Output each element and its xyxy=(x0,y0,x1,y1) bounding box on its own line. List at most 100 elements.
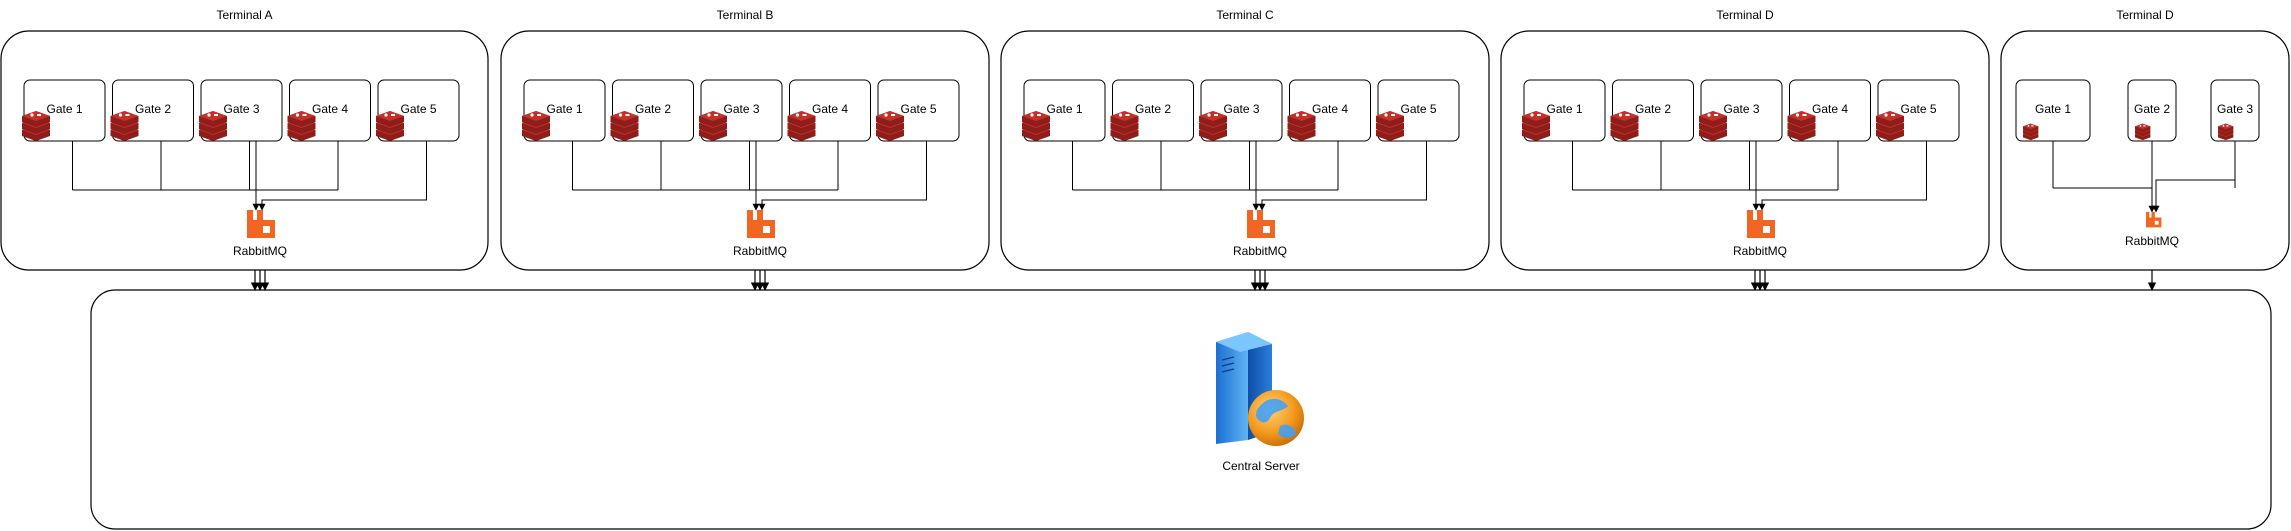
gate-node: Gate 4 xyxy=(287,79,371,142)
gate-node: Gate 3 xyxy=(2210,79,2260,142)
gate-node: Gate 2 xyxy=(110,79,194,142)
gate-node: Gate 4 xyxy=(787,79,871,142)
gate-label: Gate 3 xyxy=(223,102,259,116)
gate-label: Gate 1 xyxy=(1046,102,1082,116)
redis-icon xyxy=(1022,111,1050,141)
redis-icon xyxy=(2135,123,2151,141)
gate-label: Gate 3 xyxy=(2217,102,2253,116)
gate-node: Gate 2 xyxy=(1110,79,1194,142)
redis-icon xyxy=(876,111,904,141)
gate-label: Gate 2 xyxy=(1135,102,1171,116)
terminal-title: Terminal D xyxy=(2116,8,2174,22)
gate-label: Gate 4 xyxy=(312,102,348,116)
gate-node: Gate 3 xyxy=(699,79,783,142)
redis-icon xyxy=(522,111,550,141)
terminal-2: Terminal B Gate 1 Gate 2 Gate 3 Gate 4 Gate 5… xyxy=(500,8,990,291)
gate-node: Gate 2 xyxy=(1610,79,1694,142)
redis-icon xyxy=(1287,111,1316,141)
gate-label: Gate 4 xyxy=(1312,102,1348,116)
redis-icon xyxy=(376,111,404,141)
rabbitmq-icon xyxy=(1747,210,1775,238)
gate-label: Gate 2 xyxy=(1635,102,1671,116)
gate-node: Gate 1 xyxy=(1022,79,1106,142)
gate-node: Gate 5 xyxy=(376,79,460,142)
redis-icon xyxy=(1376,111,1404,141)
redis-icon xyxy=(2218,123,2234,141)
rabbitmq-icon xyxy=(747,210,775,238)
redis-icon xyxy=(199,111,227,141)
gate-label: Gate 3 xyxy=(1723,102,1759,116)
redis-icon xyxy=(287,111,316,141)
rabbitmq-label: RabbitMQ xyxy=(1733,244,1787,258)
redis-icon xyxy=(787,111,816,141)
terminal-container xyxy=(1500,30,1990,271)
gate-node: Gate 5 xyxy=(876,79,960,142)
gate-label: Gate 2 xyxy=(135,102,171,116)
terminal-title: Terminal B xyxy=(717,8,774,22)
redis-icon xyxy=(1876,111,1904,141)
redis-icon xyxy=(610,111,639,141)
terminal-container xyxy=(500,30,990,271)
gate-node: Gate 1 xyxy=(522,79,606,142)
rabbitmq-icon xyxy=(2146,212,2162,228)
gate-label: Gate 4 xyxy=(812,102,848,116)
redis-icon xyxy=(1787,111,1816,141)
gate-node: Gate 3 xyxy=(1699,79,1783,142)
broker-arrow xyxy=(2152,141,2236,213)
server-globe-icon xyxy=(1216,332,1304,446)
rabbitmq-icon xyxy=(1247,210,1275,238)
gate-label: Gate 3 xyxy=(723,102,759,116)
gate-label: Gate 5 xyxy=(1400,102,1436,116)
terminal-4: Terminal D Gate 1 Gate 2 Gate 3 Gate 4 Gate 5… xyxy=(1500,8,1990,291)
central-server-container xyxy=(90,289,2272,530)
gate-label: Gate 1 xyxy=(1546,102,1582,116)
terminal-title: Terminal D xyxy=(1716,8,1774,22)
broker-arrow xyxy=(758,141,927,211)
gate-label: Gate 1 xyxy=(546,102,582,116)
gate-node: Gate 3 xyxy=(1199,79,1283,142)
gate-label: Gate 3 xyxy=(1223,102,1259,116)
terminal-1: Terminal A Gate 1 Gate 2 Gate 3 Gate 4 Gate 5… xyxy=(0,8,489,291)
gate-label: Gate 2 xyxy=(2134,102,2170,116)
gate-node: Gate 1 xyxy=(2015,79,2091,142)
gate-node: Gate 2 xyxy=(610,79,694,142)
gate-node: Gate 4 xyxy=(1787,79,1871,142)
terminal-container xyxy=(0,30,489,271)
rabbitmq-label: RabbitMQ xyxy=(233,244,287,258)
gate-node: Gate 3 xyxy=(199,79,283,142)
broker-arrow xyxy=(1758,141,1927,211)
terminal-title: Terminal C xyxy=(1216,8,1274,22)
broker-arrow xyxy=(1258,141,1427,211)
gate-label: Gate 5 xyxy=(1900,102,1936,116)
redis-icon xyxy=(1522,111,1550,141)
redis-icon xyxy=(1110,111,1139,141)
redis-icon xyxy=(1199,111,1227,141)
redis-icon xyxy=(699,111,727,141)
gate-label: Gate 2 xyxy=(635,102,671,116)
rabbitmq-label: RabbitMQ xyxy=(733,244,787,258)
redis-icon xyxy=(2023,123,2039,141)
redis-icon xyxy=(22,111,50,141)
gate-node: Gate 5 xyxy=(1376,79,1460,142)
gate-node: Gate 2 xyxy=(2127,79,2177,142)
gate-label: Gate 1 xyxy=(46,102,82,116)
terminal-3: Terminal C Gate 1 Gate 2 Gate 3 Gate 4 Gate 5… xyxy=(1000,8,1490,291)
terminal-title: Terminal A xyxy=(216,8,272,22)
rabbitmq-label: RabbitMQ xyxy=(1233,244,1287,258)
gate-node: Gate 1 xyxy=(1522,79,1606,142)
gate-node: Gate 4 xyxy=(1287,79,1371,142)
terminal-container xyxy=(1000,30,1490,271)
gate-node: Gate 5 xyxy=(1876,79,1960,142)
gate-label: Gate 5 xyxy=(400,102,436,116)
gate-label: Gate 1 xyxy=(2035,102,2071,116)
broker-arrow xyxy=(258,141,427,211)
gate-label: Gate 4 xyxy=(1812,102,1848,116)
central-server-label: Central Server xyxy=(1222,459,1299,473)
gate-node: Gate 1 xyxy=(22,79,106,142)
rabbitmq-icon xyxy=(247,210,275,238)
redis-icon xyxy=(1610,111,1639,141)
redis-icon xyxy=(110,111,139,141)
gate-label: Gate 5 xyxy=(900,102,936,116)
